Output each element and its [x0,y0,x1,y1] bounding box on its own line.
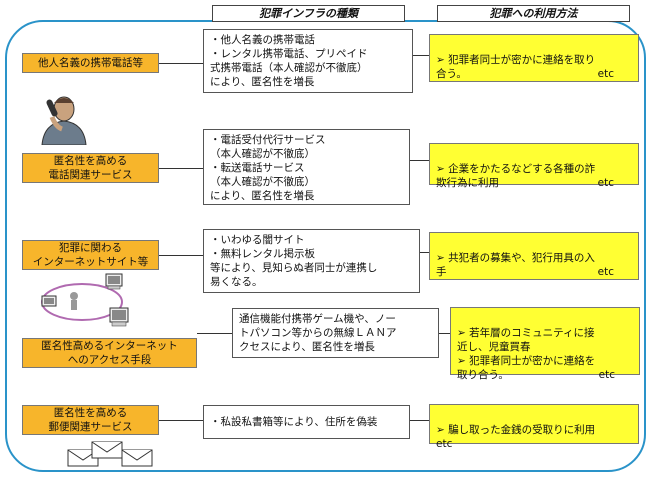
connector-line [159,255,203,256]
connector-line [410,420,429,421]
usage-text: ➢ 企業をかたるなどする各種の詐 欺行為に利用 [436,163,596,189]
header-infra: 犯罪インフラの種類 [212,5,405,22]
infra-box-internet-sites: ・いわゆる闇サイト ・無料レンタル掲示板 等により、見知らぬ者同士が連携し 易く… [203,229,420,293]
infra-box-mobile-phone: ・他人名義の携帯電話 ・レンタル携帯電話、プリペイド 式携帯電話（本人確認が不徹… [203,29,413,93]
connector-line [420,252,429,253]
category-box-internet-access: 匿名性高めるインターネット へのアクセス手段 [22,338,197,368]
etc-label: etc [598,369,615,381]
infra-box-internet-access: 通信機能付携帯ゲーム機や、ノー トパソコン等からの無線ＬＡＮア クセスにより、匿… [232,308,439,358]
category-box-phone-services: 匿名性を高める 電話関連サービス [22,153,159,183]
infra-box-postal-services: ・私設私書箱等により、住所を偽装 [203,405,410,439]
etc-label: etc [597,266,614,278]
phone-man-icon [41,96,87,145]
usage-text: ➢ 騙し取った金銭の受取りに利用 etc [436,424,596,450]
envelope-icon [67,441,153,467]
computer-network-icon [41,273,129,327]
usage-text: ➢ 犯罪者同士が密かに連絡を取り 合う。 [436,54,596,80]
usage-text: ➢ 共犯者の募集や、犯行用具の入 手 [436,252,595,278]
connector-line [413,55,429,56]
usage-box-internet-access: ➢ 若年層のコミュニティに接 近し、児童買春 ➢ 犯罪者同士が密かに連絡を 取り… [450,307,640,381]
connector-line [197,333,232,334]
connector-line [159,168,203,169]
connector-line [410,160,429,161]
category-box-postal-services: 匿名性を高める 郵便関連サービス [22,405,159,435]
etc-label: etc [597,177,614,189]
usage-box-mobile-phone: ➢ 犯罪者同士が密かに連絡を取り 合う。 etc [429,34,639,82]
infra-box-phone-services: ・電話受付代行サービス （本人確認が不徹底） ・転送電話サービス （本人確認が不… [203,129,410,205]
category-box-internet-sites: 犯罪に関わる インターネットサイト等 [22,240,159,270]
usage-box-phone-services: ➢ 企業をかたるなどする各種の詐 欺行為に利用 etc [429,143,639,189]
etc-label: etc [597,68,614,80]
usage-box-internet-sites: ➢ 共犯者の募集や、犯行用具の入 手 etc [429,232,639,280]
usage-box-postal-services: ➢ 騙し取った金銭の受取りに利用 etc [429,404,639,450]
usage-text: ➢ 若年層のコミュニティに接 近し、児童買春 ➢ 犯罪者同士が密かに連絡を 取り… [457,327,596,381]
connector-line [159,420,203,421]
category-box-mobile-phone: 他人名義の携帯電話等 [22,53,159,73]
connector-line [159,63,203,64]
header-usage: 犯罪への利用方法 [437,5,630,22]
connector-line [439,333,450,334]
